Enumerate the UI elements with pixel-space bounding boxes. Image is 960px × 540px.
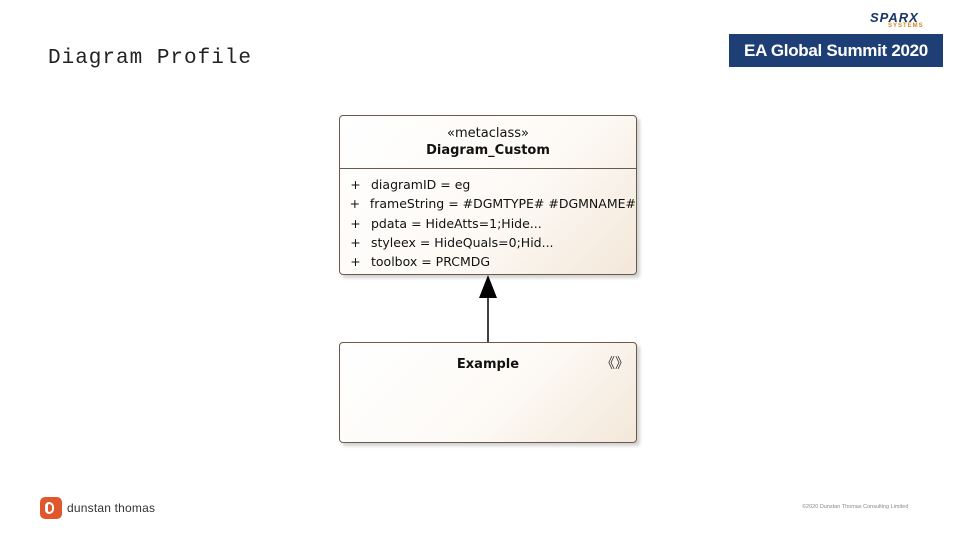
attribute-compartment: + diagramID = eg + frameString = #DGMTYP… — [340, 169, 636, 271]
class-example[interactable]: Example 《》 — [339, 342, 637, 443]
copyright-notice: ©2020 Dunstan Thomas Consulting Limited — [802, 504, 909, 510]
sparx-logo-sub: SYSTEMS — [888, 23, 924, 29]
attribute-text: styleex = HideQuals=0;Hid... — [371, 234, 554, 250]
visibility-marker: + — [350, 254, 361, 270]
attribute-text: pdata = HideAtts=1;Hide... — [371, 215, 542, 231]
attribute-row: + pdata = HideAtts=1;Hide... — [340, 214, 636, 233]
dunstan-thomas-logo: dunstan thomas — [40, 497, 155, 519]
visibility-marker: + — [350, 234, 361, 250]
attribute-text: toolbox = PRCMDG — [371, 254, 491, 270]
sparx-logo-word: SPARX — [870, 10, 919, 25]
attribute-text: diagramID = eg — [371, 177, 471, 192]
generalization-arrow[interactable] — [470, 275, 506, 343]
attribute-row: + diagramID = eg — [340, 175, 636, 194]
class-stereotype: «metaclass» — [447, 126, 529, 141]
sparx-systems-logo: SPARX SYSTEMS — [866, 10, 940, 32]
summit-banner: EA Global Summit 2020 — [729, 34, 943, 67]
class-name: Example — [456, 357, 520, 372]
dt-logo-icon — [40, 497, 62, 519]
company-name: dunstan thomas — [67, 501, 156, 515]
arrow-head — [479, 275, 497, 298]
attribute-row: + frameString = #DGMTYPE# #DGMNAME# — [340, 194, 636, 213]
slide-title: Diagram Profile — [48, 47, 253, 70]
class-name: Diagram_Custom — [426, 143, 550, 158]
attribute-text: frameString = #DGMTYPE# #DGMNAME# — [369, 196, 636, 212]
stereotype-marker: 《》 — [601, 356, 629, 372]
class-header: «metaclass» Diagram_Custom — [340, 116, 636, 169]
attribute-row: + toolbox = PRCMDG — [340, 252, 636, 271]
attribute-row: + styleex = HideQuals=0;Hid... — [340, 233, 636, 252]
visibility-marker: + — [350, 177, 361, 192]
metaclass-diagram-custom[interactable]: «metaclass» Diagram_Custom + diagramID =… — [339, 115, 637, 275]
visibility-marker: + — [349, 196, 361, 212]
visibility-marker: + — [350, 215, 361, 231]
